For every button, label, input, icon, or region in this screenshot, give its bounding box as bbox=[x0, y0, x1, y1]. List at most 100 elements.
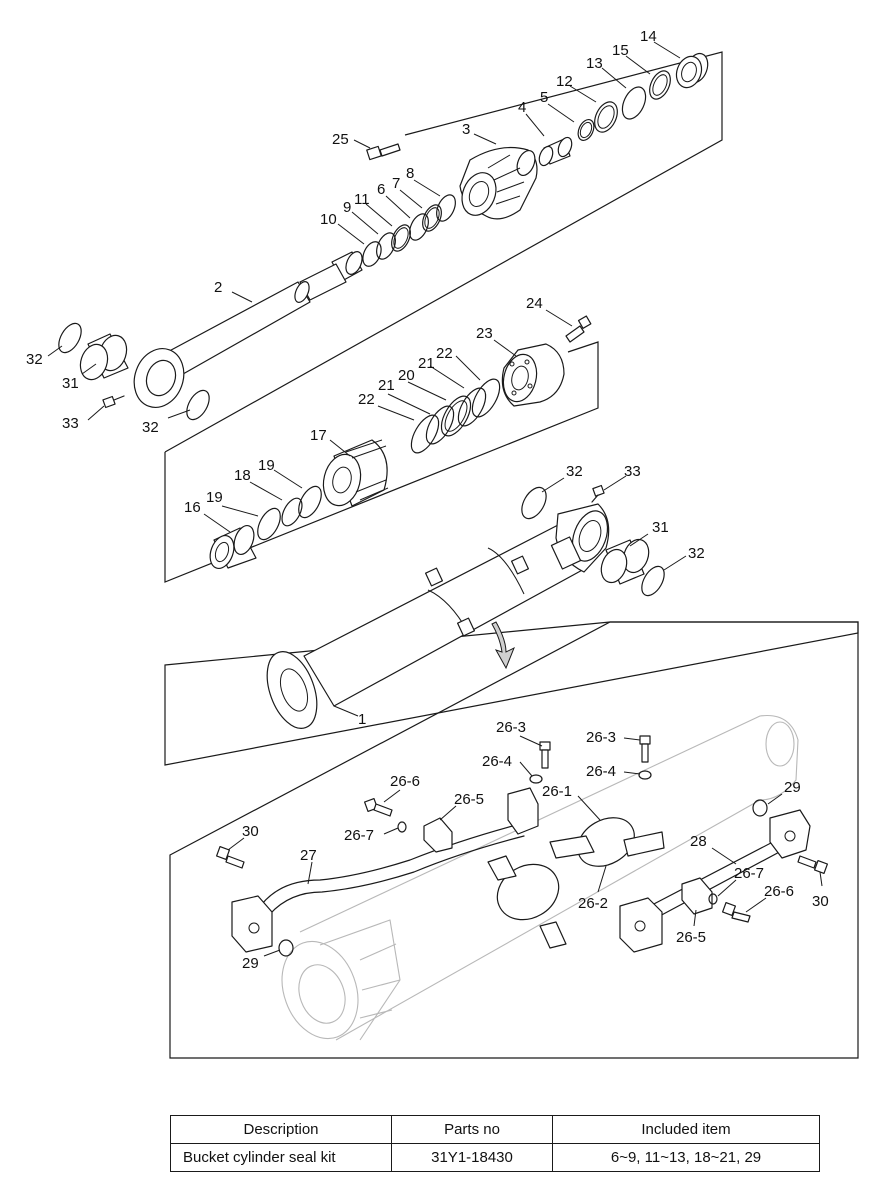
part-3-rod-cover bbox=[459, 147, 538, 220]
callout-31b: 31 bbox=[652, 519, 669, 536]
callout-1: 1 bbox=[358, 711, 366, 728]
callout-23: 23 bbox=[476, 325, 493, 342]
leader-32d bbox=[663, 555, 687, 571]
callout-26-2: 26-2 bbox=[578, 895, 608, 912]
leader-28 bbox=[711, 847, 737, 865]
part-26-6-bolt-right bbox=[721, 901, 751, 923]
piping-group-frame bbox=[169, 621, 859, 1059]
callout-12: 12 bbox=[556, 73, 573, 90]
callout-30a: 30 bbox=[242, 823, 259, 840]
leader-12 bbox=[569, 85, 597, 103]
callout-26-7b: 26-7 bbox=[734, 865, 764, 882]
leader-16 bbox=[203, 513, 231, 533]
leader-9 bbox=[351, 211, 379, 235]
leader-26-2 bbox=[597, 865, 607, 893]
part-26-1-clamp bbox=[549, 817, 665, 867]
part-6-seal bbox=[409, 213, 429, 241]
part-21-ring-right bbox=[457, 387, 487, 427]
callout-26-5b: 26-5 bbox=[676, 929, 706, 946]
table-header-row: Description Parts no Included item bbox=[170, 1115, 820, 1144]
leader-22b bbox=[377, 405, 415, 421]
seal-kit-table: Description Parts no Included item Bucke… bbox=[170, 1115, 820, 1172]
part-14-bushing bbox=[675, 52, 709, 89]
cell-description: Bucket cylinder seal kit bbox=[170, 1143, 392, 1172]
callout-27: 27 bbox=[300, 847, 317, 864]
callout-2: 2 bbox=[214, 279, 222, 296]
part-28-pipe bbox=[619, 809, 811, 953]
callout-30b: 30 bbox=[812, 893, 829, 910]
header-parts-no: Parts no bbox=[391, 1115, 553, 1144]
assembly-arrow bbox=[491, 621, 515, 670]
table-row: Bucket cylinder seal kit 31Y1-18430 6~9,… bbox=[170, 1143, 820, 1172]
callout-19a: 19 bbox=[258, 457, 275, 474]
part-22-ring-right bbox=[471, 378, 501, 418]
ghost-cylinder-outline bbox=[281, 714, 799, 1041]
callout-5: 5 bbox=[540, 89, 548, 106]
callout-7: 7 bbox=[392, 175, 400, 192]
part-19-ring-right bbox=[298, 485, 322, 519]
leader-2 bbox=[231, 291, 253, 303]
callout-32d: 32 bbox=[688, 545, 705, 562]
callout-33a: 33 bbox=[62, 415, 79, 432]
part-32-ring-upper-a bbox=[58, 322, 82, 354]
callout-15: 15 bbox=[612, 42, 629, 59]
part-10-seal bbox=[362, 241, 382, 267]
part-26-4-washer-left bbox=[529, 774, 543, 784]
cell-included-item: 6~9, 11~13, 18~21, 29 bbox=[552, 1143, 820, 1172]
leader-10 bbox=[337, 223, 365, 245]
callout-29a: 29 bbox=[242, 955, 259, 972]
callout-31a: 31 bbox=[62, 375, 79, 392]
callout-21a: 21 bbox=[418, 355, 435, 372]
callout-33b: 33 bbox=[624, 463, 641, 480]
part-33-grease-nipple-upper bbox=[102, 395, 125, 409]
callout-32c: 32 bbox=[566, 463, 583, 480]
leader-26-7b bbox=[717, 879, 737, 897]
part-26-4-washer-right bbox=[638, 770, 652, 780]
part-5-ring bbox=[577, 119, 595, 141]
part-33-grease-nipple-tube bbox=[591, 484, 605, 503]
part-27-pipe bbox=[231, 823, 525, 953]
leader-3 bbox=[473, 133, 497, 145]
part-26-5-clamp-left bbox=[423, 787, 539, 853]
part-31-bushing-upper bbox=[79, 333, 129, 381]
part-29-o-ring-right bbox=[752, 799, 768, 817]
callout-32a: 32 bbox=[26, 351, 43, 368]
part-20-ring bbox=[440, 395, 472, 437]
part-32-ring-tube-a bbox=[521, 486, 547, 520]
leader-30b bbox=[819, 871, 823, 887]
part-31-bushing-tube bbox=[600, 538, 650, 585]
piston-group-frame bbox=[164, 341, 599, 583]
leader-33b bbox=[603, 475, 627, 491]
part-32-ring-tube-b bbox=[641, 565, 665, 597]
callout-10: 10 bbox=[320, 211, 337, 228]
callout-26-4b: 26-4 bbox=[586, 763, 616, 780]
part-26-7-washer-left bbox=[397, 821, 407, 833]
leader-25 bbox=[353, 139, 371, 149]
callout-22b: 22 bbox=[358, 391, 375, 408]
leader-26-7a bbox=[383, 827, 399, 835]
callout-26-1: 26-1 bbox=[542, 783, 572, 800]
leader-32b bbox=[167, 409, 191, 419]
leader-24 bbox=[545, 309, 573, 327]
leader-26-4b bbox=[623, 771, 641, 775]
leader-29b bbox=[767, 793, 783, 805]
part-25-bolt bbox=[366, 143, 401, 161]
callout-20: 20 bbox=[398, 367, 415, 384]
leader-26-5a bbox=[439, 805, 457, 821]
part-1-cylinder-tube bbox=[266, 503, 610, 729]
callout-9: 9 bbox=[343, 199, 351, 216]
callout-29b: 29 bbox=[784, 779, 801, 796]
part-26-2-clamp bbox=[487, 855, 567, 949]
callout-26-3b: 26-3 bbox=[586, 729, 616, 746]
leader-21a bbox=[429, 365, 465, 389]
leader-31a bbox=[81, 363, 97, 375]
part-30-bolt-right bbox=[797, 855, 829, 875]
callout-26-3a: 26-3 bbox=[496, 719, 526, 736]
leader-8 bbox=[413, 179, 441, 197]
part-26-5-clamp-right bbox=[681, 877, 713, 915]
part-23-piston-nut bbox=[501, 343, 565, 407]
leader-27 bbox=[307, 861, 313, 885]
leader-33a bbox=[87, 405, 105, 421]
leader-26-3a bbox=[519, 735, 543, 747]
callout-32b: 32 bbox=[142, 419, 159, 436]
